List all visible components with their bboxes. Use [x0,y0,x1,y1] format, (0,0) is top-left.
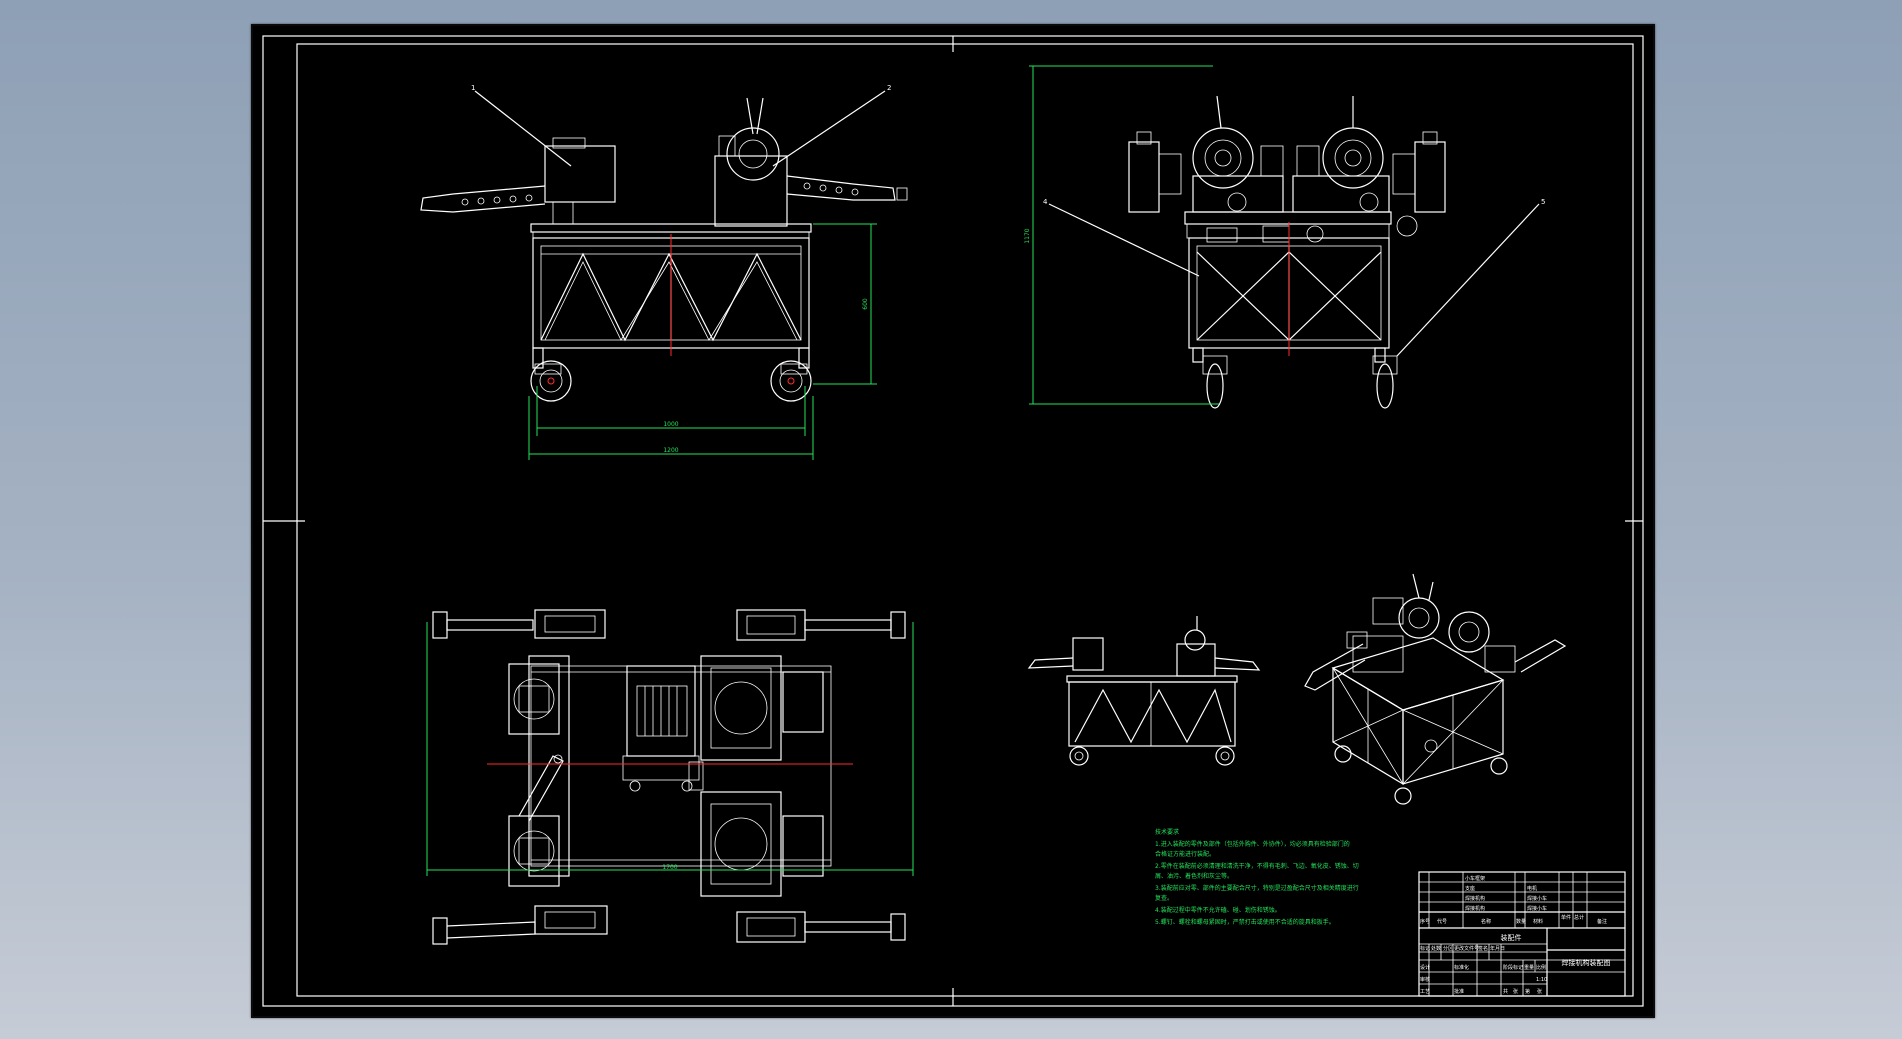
part-name: 支座 [1465,885,1475,892]
sign-label: 签名 [1478,945,1488,952]
scale-label: 阶段标记 [1503,964,1523,971]
top-view[interactable]: 1700 [426,609,914,945]
sign-label: 更改文件号 [1454,945,1479,952]
scale-value: 1:10 [1536,977,1547,983]
title-block[interactable]: 小车框架 支座 焊接机构 焊接机构 电机 焊接小车 焊接小车 序号 代号 名称 … [1418,871,1626,997]
cad-drawing-canvas[interactable]: 1000 1200 600 1 2 [253,26,1653,1016]
tech-req-title: 技术要求 [1155,828,1179,836]
header-cell: 总计 [1574,914,1584,921]
header-cell: 材料 [1533,918,1543,925]
part-name: 焊接小车 [1527,895,1547,902]
approval-label: 工艺 [1420,989,1430,995]
approval-label: 批准 [1454,988,1464,995]
approval-label: 审核 [1420,976,1430,983]
header-cell: 序号 [1420,918,1430,925]
small-elevation-view[interactable] [1027,616,1261,766]
part-name: 小车框架 [1465,875,1485,882]
header-cell: 名称 [1481,918,1491,925]
sign-label: 标记 [1420,945,1430,952]
scale-label: 重量 [1524,964,1534,971]
leader-label-2: 2 [887,84,891,92]
sign-label: 处数 [1431,945,1441,952]
drawing-name: 焊接机构装配图 [1562,958,1611,967]
tech-req-line: 复查。 [1155,894,1173,902]
isometric-view[interactable] [1304,573,1567,805]
dim-front-width-inner: 1000 [663,421,678,428]
leader-label-1: 1 [471,84,475,92]
tech-req-line: 2.零件在装配前必须清理和清洗干净，不得有毛刺、飞边、氧化皮、锈蚀、切 [1155,862,1359,870]
part-name: 焊接机构 [1465,905,1485,912]
tech-req-line: 3.装配前应对零、部件的主要配合尺寸，特别是过盈配合尺寸及相关精度进行 [1155,884,1359,892]
dim-front-height: 600 [862,298,869,310]
header-cell: 单件 [1561,914,1571,921]
technical-requirements: 技术要求 1.进入装配的零件及部件（包括外购件、外协件），均必须具有检验部门的 … [1155,828,1359,926]
sheet-label: 共 [1503,988,1508,995]
dim-side-height: 1170 [1024,228,1031,243]
header-cell: 备注 [1597,918,1607,925]
side-view[interactable]: 1170 4 5 [1024,65,1545,409]
approval-label: 标准化 [1454,964,1469,971]
sign-label: 分区 [1443,945,1453,952]
scale-label: 比例 [1536,964,1546,971]
part-name: 焊接小车 [1527,905,1547,912]
drawing-sheet[interactable]: 1000 1200 600 1 2 [251,24,1655,1018]
tech-req-line: 5.螺钉、螺栓和螺母紧固时，严禁打击或使用不合适的旋具和扳手。 [1155,918,1335,926]
header-cell: 数量 [1516,918,1526,925]
dim-front-width-outer: 1200 [663,447,678,454]
tech-req-line: 屑、油污、着色剂和灰尘等。 [1155,872,1233,880]
header-cell: 代号 [1437,918,1447,925]
sheet-label: 第 [1525,988,1530,995]
part-name: 焊接机构 [1465,895,1485,902]
sheet-border [262,35,1644,1007]
approval-label: 设计 [1420,964,1430,971]
sheet-label: 张 [1513,988,1518,995]
part-name: 电机 [1527,885,1537,892]
leader-label-4: 4 [1043,198,1048,206]
tech-req-line: 4.装配过程中零件不允许磕、碰、划伤和锈蚀。 [1155,906,1281,914]
leader-label-5: 5 [1541,198,1545,206]
sign-label: 年月日 [1490,945,1505,952]
dim-top-width: 1700 [662,864,677,871]
assembly-label: 装配件 [1501,933,1522,942]
tech-req-line: 1.进入装配的零件及部件（包括外购件、外协件），均必须具有检验部门的 [1155,840,1350,848]
front-view[interactable]: 1000 1200 600 1 2 [420,84,908,460]
tech-req-line: 合格证方能进行装配。 [1155,850,1215,858]
sheet-label: 张 [1537,988,1542,995]
